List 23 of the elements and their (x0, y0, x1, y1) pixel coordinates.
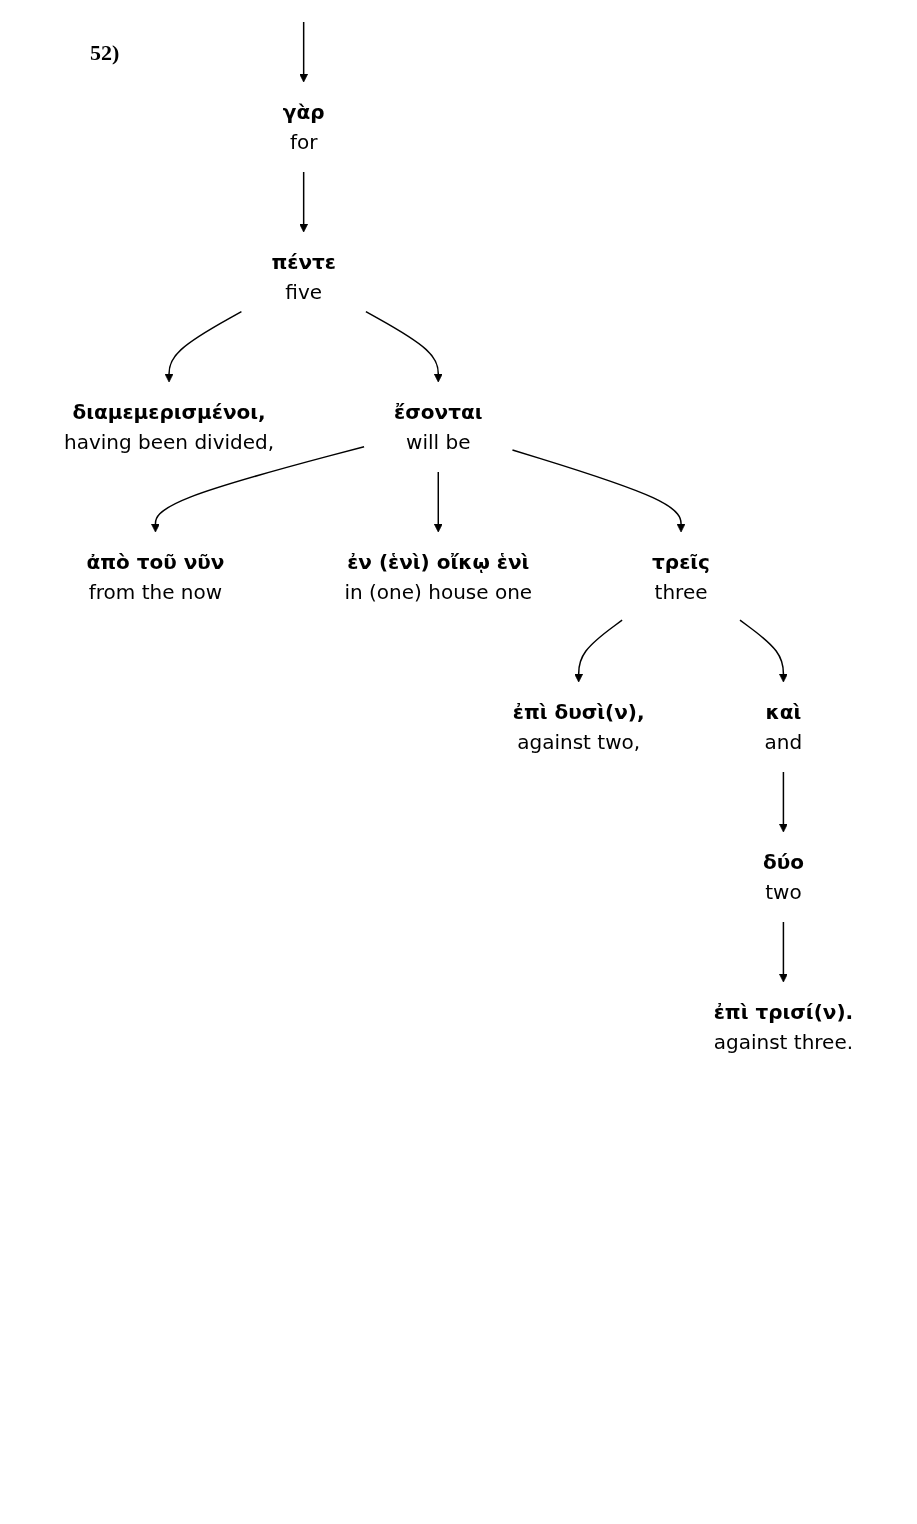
node-text: ἐπὶ δυσὶ(ν), against two, (512, 700, 645, 754)
node-text: ἐν (ἑνὶ) οἴκῳ ἑνὶ in (one) house one (344, 550, 533, 604)
arrow (511, 449, 686, 533)
arrow (299, 171, 308, 233)
arrow (433, 471, 443, 533)
arrow (164, 310, 243, 383)
node-text: πέντε five (271, 250, 336, 304)
arrow (299, 21, 308, 83)
node-text: διαμεμερισμένοι, having been divided, (63, 400, 275, 454)
arrow (574, 619, 623, 683)
node-text: ἐπὶ τρισί(ν). against three. (713, 1000, 854, 1054)
arrow (739, 619, 788, 683)
arrow (365, 310, 443, 383)
arrow (778, 771, 788, 833)
arrow (778, 921, 788, 983)
arrow (150, 445, 365, 533)
example-number: 52) (90, 40, 120, 66)
node-text: ἀπὸ τοῦ νῦν from the now (86, 550, 225, 604)
node-text: τρεῖς three (652, 550, 710, 604)
node-text: ἔσονται will be (394, 400, 483, 454)
node-text: καὶ and (764, 700, 803, 754)
node-text: γὰρ for (282, 100, 325, 154)
node-text: δύο two (762, 850, 804, 904)
